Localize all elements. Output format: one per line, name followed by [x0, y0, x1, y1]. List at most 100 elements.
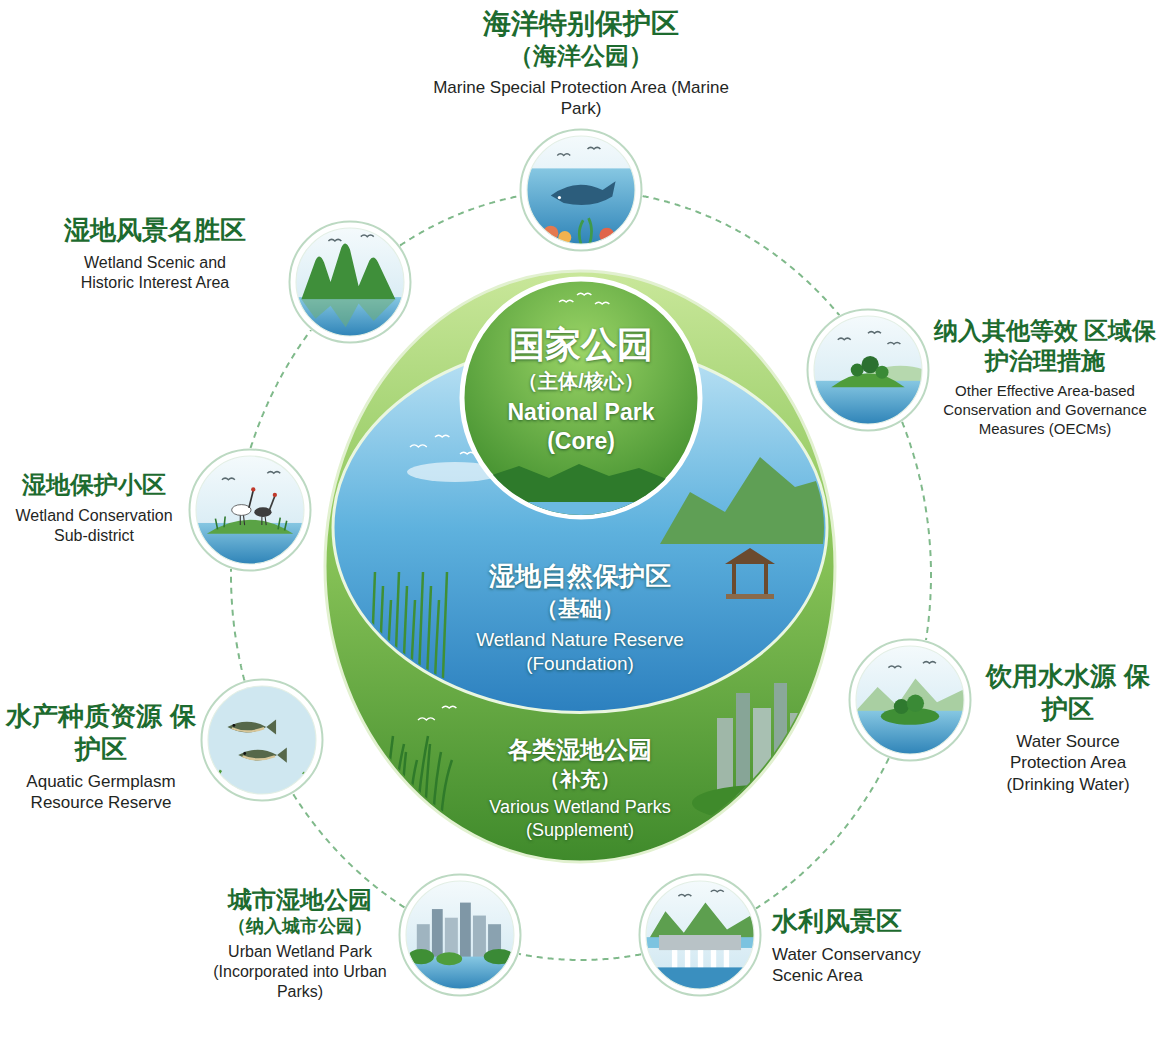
crane-illustration-part [196, 456, 304, 564]
karst-illustration-part [361, 235, 374, 237]
crane-illustration-part [249, 491, 253, 508]
crane-illustration-part [222, 478, 235, 480]
core-illustration-part [559, 300, 573, 302]
core-illustration-part [595, 302, 609, 304]
karst-illustration-part [328, 239, 341, 241]
blue-illustration-part [410, 445, 427, 447]
fish-illustration-part [208, 686, 316, 794]
sea-illustration-part [599, 228, 614, 243]
sea-illustration-part [527, 168, 635, 244]
karst-illustration [288, 220, 412, 344]
island-illustration-part [814, 316, 930, 424]
blue-illustration-part [764, 564, 768, 598]
blue-illustration-part [370, 572, 375, 702]
outer-illustration-part [790, 713, 808, 798]
marine-area-circle: 海洋特别保护区（海洋公园）Marine Special Protection A… [519, 128, 643, 252]
label-note-zh: （纳入城市公园） [228, 915, 372, 938]
sea-illustration-part [558, 196, 561, 199]
crane-illustration-part [190, 450, 311, 571]
sea-illustration-part [527, 136, 635, 244]
label-zh: 水利风景区 [772, 905, 902, 938]
water-source-circle: 饮用水水源 保护区Water Source Protection Area (D… [848, 638, 972, 762]
label-zh: 水产种质资源 保护区 [6, 700, 196, 765]
core-illustration [459, 276, 703, 520]
outer-illustration-part [424, 744, 430, 838]
heading-en: Wetland Nature Reserve (Foundation) [460, 628, 700, 676]
island2-illustration-part [856, 646, 964, 754]
city-illustration-part [406, 881, 514, 989]
karst-illustration-part [296, 228, 404, 336]
outer-illustration-part [325, 271, 835, 862]
role-zh: （基础） [536, 595, 624, 623]
fish-illustration-part [208, 686, 316, 794]
blue-illustration-part [394, 572, 399, 702]
fish-illustration-part [243, 752, 246, 755]
blue-illustration-part [732, 564, 736, 598]
text-group: 城市湿地公园（纳入城市公园）Urban Wetland Park (Incorp… [205, 885, 395, 1002]
dam-illustration-part [711, 890, 724, 892]
island2-illustration-part [881, 708, 939, 725]
city-illustration-part [406, 881, 514, 989]
fish-illustration-part [208, 686, 316, 794]
text-group: 水利风景区Water Conservancy Scenic Area [772, 905, 972, 986]
karst-illustration-part [296, 228, 404, 336]
text-group: 湿地自然保护区（基础）Wetland Nature Reserve (Found… [330, 560, 830, 676]
dam-illustration-part [640, 875, 761, 996]
fish-illustration-part [202, 680, 323, 801]
blue-illustration-part [402, 586, 407, 702]
label-zh: 纳入其他等效 区域保护治理措施 [932, 316, 1158, 376]
dam-illustration-part [646, 881, 754, 989]
text-group: 纳入其他等效 区域保护治理措施Other Effective Area-base… [932, 316, 1158, 438]
outer-illustration-part [400, 752, 406, 838]
dam-illustration-part [646, 881, 754, 989]
island2-illustration-part [894, 699, 909, 714]
sea-illustration-part [527, 136, 635, 244]
outer-illustration-part [736, 693, 750, 798]
crane-illustration-part [269, 496, 274, 510]
label-en: Water Source Protection Area (Drinking W… [988, 731, 1148, 795]
text-group: 水产种质资源 保护区 Aquatic Germplasm Resource Res… [6, 700, 196, 814]
fish-illustration-part [238, 750, 277, 761]
label-zh: 城市湿地公园 [228, 885, 372, 915]
outer-illustration-part [352, 736, 358, 838]
label-zh: 饮用水水源 保护区 [978, 660, 1158, 725]
dam-illustration-part [646, 881, 754, 989]
fish-illustration-part [243, 756, 275, 759]
fish-illustration-part [208, 686, 316, 794]
core-illustration-part [577, 293, 591, 295]
outer-illustration-part [774, 683, 787, 798]
island2-illustration-part [907, 695, 924, 712]
sea-illustration-part [557, 154, 570, 156]
heading-zh: 各类湿地公园 [508, 735, 652, 765]
blue-illustration-part [725, 548, 775, 564]
heading-en: Various Wetland Parks (Supplement) [460, 796, 700, 841]
crane-illustration [188, 448, 312, 572]
dam-illustration-part [711, 950, 716, 969]
text-group: 海洋特别保护区（海洋公园）Marine Special Protection A… [381, 6, 781, 120]
outer-illustration-part [692, 785, 832, 821]
dashed-ring-link [231, 569, 244, 681]
outer-illustration-part [432, 752, 441, 838]
blue-illustration-part [442, 572, 447, 702]
city-illustration-part [408, 949, 434, 964]
dashed-ring-link [251, 330, 311, 448]
dam-illustration-part [724, 950, 729, 969]
fish-illustration-part [266, 719, 276, 734]
heading-zh: 国家公园 [509, 322, 653, 367]
text-group: 国家公园（主体/核心）National Park (Core) [459, 322, 703, 456]
crane-illustration-part [232, 505, 251, 516]
karst-illustration-part [301, 244, 395, 300]
outer-illustration-part [384, 736, 393, 838]
fish-illustration-part [277, 748, 287, 763]
island-illustration [806, 308, 930, 432]
island-illustration-part [831, 373, 904, 387]
outer-illustration-part [717, 718, 733, 798]
outer-illustration-part [418, 718, 435, 720]
label-en: Marine Special Protection Area (Marine P… [431, 77, 731, 120]
nature-reserve-ellipse: 湿地自然保护区（基础）Wetland Nature Reserve (Found… [330, 272, 830, 715]
dam-illustration-part [646, 967, 754, 989]
label-en: Aquatic Germplasm Resource Reserve [6, 771, 196, 814]
fish-illustration-part [208, 686, 316, 794]
label-note-zh: （海洋公园） [509, 41, 653, 71]
blue-illustration-part [386, 600, 391, 702]
